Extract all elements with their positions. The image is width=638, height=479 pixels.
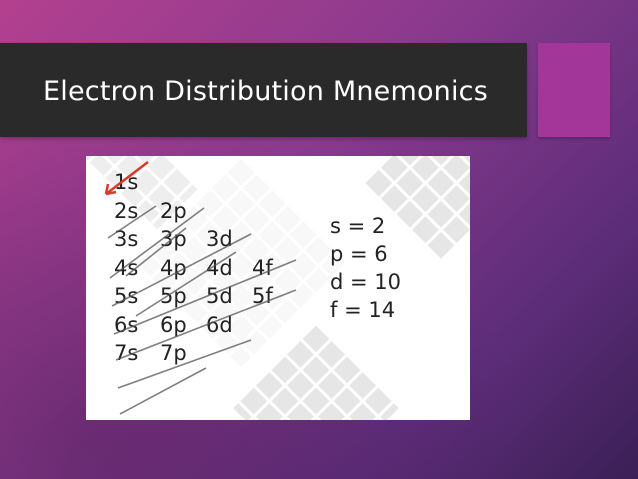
orbital-label: 2s — [114, 198, 139, 223]
orbital-row: 7s 7p — [114, 341, 206, 365]
orbital-row: 3s 3p 3d — [114, 227, 252, 251]
orbital-label: 7p — [160, 341, 187, 365]
orbital-label: 3s — [114, 227, 139, 251]
capacity-p: p = 6 — [330, 242, 388, 266]
orbital-label: 7s — [114, 341, 139, 365]
diagonal-arrow-icon — [119, 367, 207, 415]
orbital-label: 6s — [114, 312, 139, 337]
orbital-label: 5s — [114, 284, 139, 308]
title-bar — [0, 43, 527, 137]
orbital-row: 6s 6p 6d — [114, 313, 252, 337]
capacity-d: d = 10 — [330, 270, 401, 294]
orbital-label: 5d — [206, 284, 233, 308]
orbital-label: 4d — [206, 255, 233, 280]
capacity-f: f = 14 — [330, 298, 396, 322]
orbital-label: 5f — [252, 284, 273, 308]
orbital-label: 3p — [160, 227, 187, 251]
capacity-s: s = 2 — [330, 214, 386, 238]
orbital-label: 5p — [160, 284, 187, 308]
orbital-row: 1s — [114, 170, 160, 194]
orbital-row: 2s 2p — [114, 199, 206, 223]
orbital-label: 6d — [206, 312, 233, 337]
accent-square — [538, 43, 610, 137]
orbital-row: 4s 4p 4d 4f — [114, 256, 298, 280]
orbital-label: 4p — [160, 255, 187, 280]
slide-title: Electron Distribution Mnemonics — [43, 76, 488, 107]
orbital-label: 3d — [206, 227, 233, 251]
orbital-label: 6p — [160, 312, 187, 337]
orbital-filling-figure: 1s 2s 2p 3s 3p 3d 4s 4p 4d 4f 5s 5p 5d 5f 6s 6p 6d 7s 7p s… — [86, 156, 470, 420]
orbital-label: 4f — [252, 255, 273, 280]
orbital-label: 1s — [114, 170, 139, 194]
orbital-row: 5s 5p 5d 5f — [114, 284, 298, 308]
orbital-label: 4s — [114, 255, 139, 280]
orbital-label: 2p — [160, 198, 187, 223]
capacity-list: s = 2 p = 6 d = 10 f = 14 — [330, 212, 401, 324]
